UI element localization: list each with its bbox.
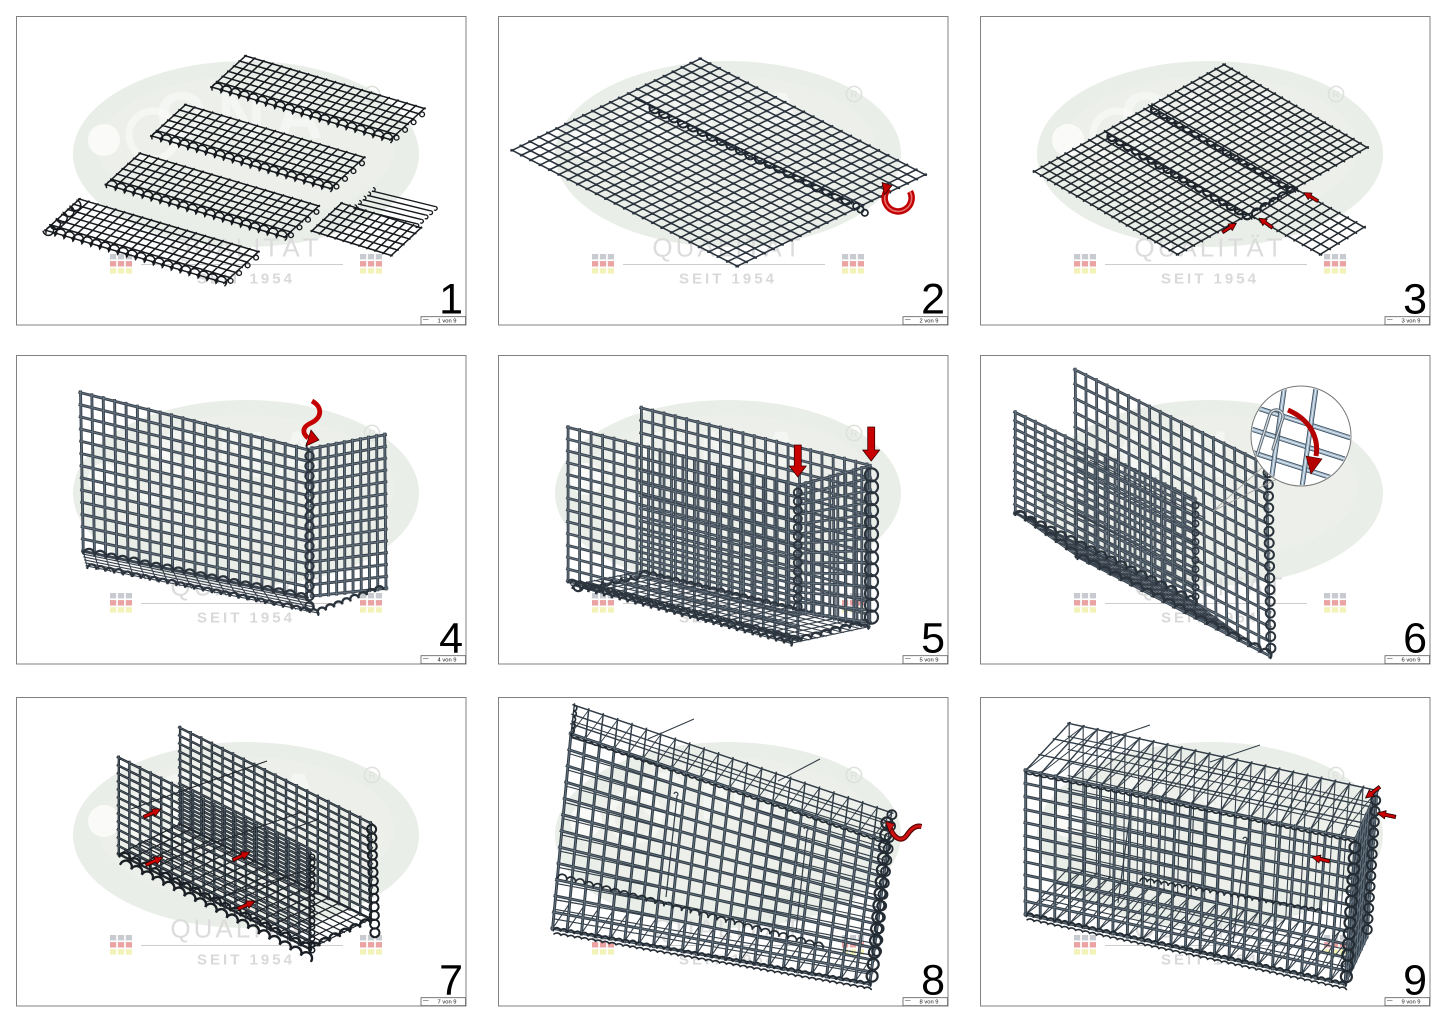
svg-text:1: 1 — [439, 276, 463, 324]
svg-text:SEIT 1954: SEIT 1954 — [197, 952, 295, 969]
svg-text:R: R — [850, 429, 857, 440]
svg-text:5 von 9: 5 von 9 — [919, 658, 938, 664]
svg-text:4: 4 — [439, 615, 463, 663]
svg-text:SEIT 1954: SEIT 1954 — [1161, 271, 1259, 288]
svg-text:4 von 9: 4 von 9 — [437, 658, 456, 664]
svg-text:SEIT 1954: SEIT 1954 — [197, 610, 295, 627]
svg-text:3 von 9: 3 von 9 — [1401, 319, 1420, 325]
svg-text:2 von 9: 2 von 9 — [919, 319, 938, 325]
svg-text:R: R — [368, 429, 375, 440]
svg-text:QUALITÄT: QUALITÄT — [652, 233, 803, 263]
svg-text:6: 6 — [1403, 615, 1427, 663]
svg-text:9: 9 — [1403, 957, 1427, 1005]
svg-text:R: R — [850, 90, 857, 101]
svg-text:R: R — [368, 771, 375, 782]
svg-text:9 von 9: 9 von 9 — [1401, 1000, 1420, 1006]
svg-text:R: R — [368, 90, 375, 101]
svg-text:6 von 9: 6 von 9 — [1401, 658, 1420, 664]
svg-text:8 von 9: 8 von 9 — [919, 1000, 938, 1006]
svg-text:7: 7 — [439, 957, 463, 1005]
svg-text:R: R — [1332, 90, 1339, 101]
svg-text:R: R — [850, 771, 857, 782]
svg-text:R: R — [1332, 771, 1339, 782]
svg-text:7 von 9: 7 von 9 — [437, 1000, 456, 1006]
svg-text:5: 5 — [921, 615, 945, 663]
svg-text:ONA: ONA — [638, 78, 815, 152]
svg-text:SEIT 1954: SEIT 1954 — [679, 271, 777, 288]
svg-text:2: 2 — [921, 276, 945, 324]
svg-text:8: 8 — [921, 957, 945, 1005]
svg-text:3: 3 — [1403, 276, 1427, 324]
svg-text:1 von 9: 1 von 9 — [437, 319, 456, 325]
